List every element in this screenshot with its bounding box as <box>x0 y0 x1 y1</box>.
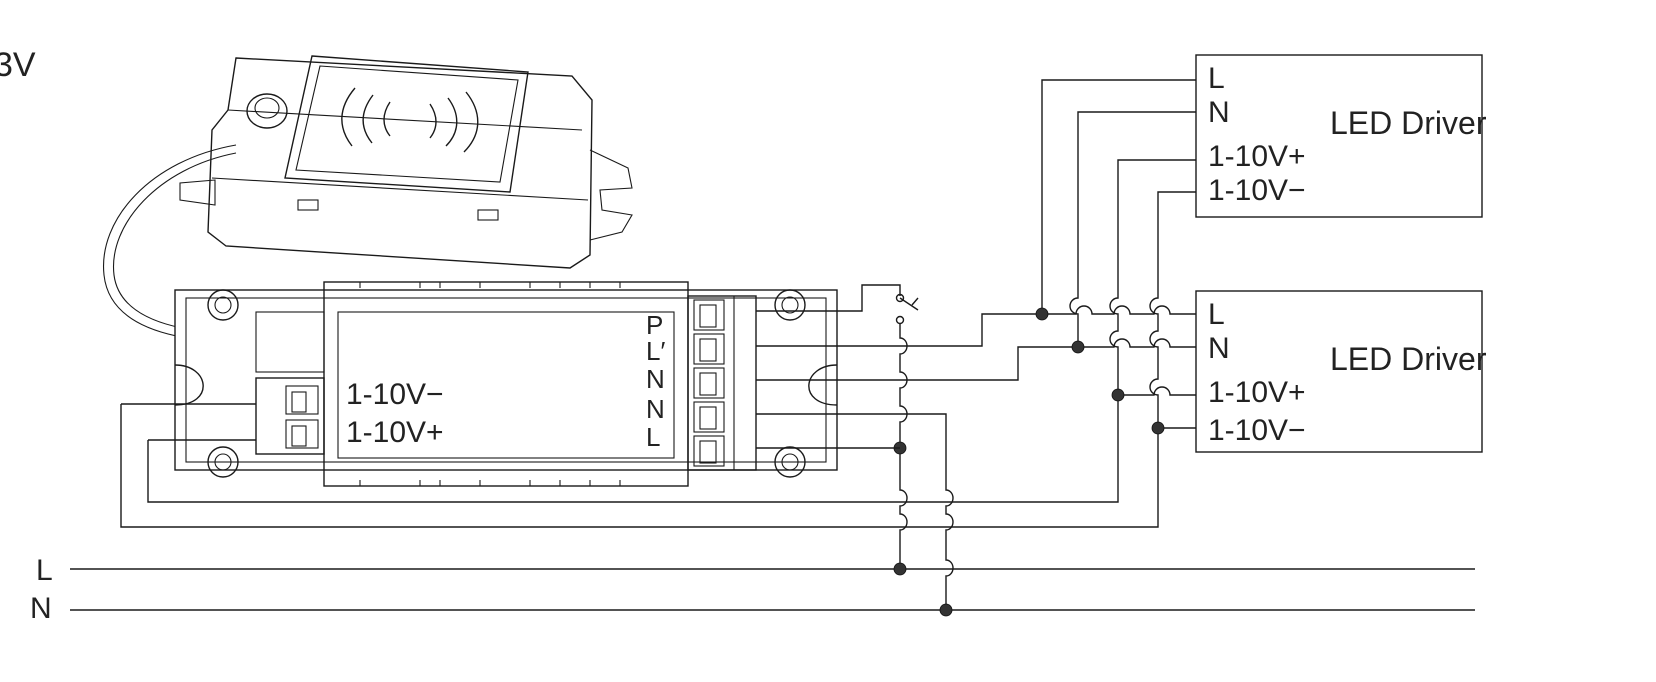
controller-terminal-lprime-label: L′ <box>646 336 665 366</box>
junction-dim-plus <box>1111 388 1125 402</box>
junction-driver-l <box>1035 307 1049 321</box>
controller-terminal-n1-label: N <box>646 364 665 394</box>
led-driver-1: LED Driver L N 1-10V+ 1-10V− <box>1195 54 1487 218</box>
controller-module: 1-10V− 1-10V+ P L′ N N L <box>174 281 838 487</box>
wiring <box>120 79 1196 617</box>
mains-line-label: L <box>36 554 53 587</box>
corner-voltage-label: 3V <box>0 46 36 84</box>
junction-driver-n <box>1071 340 1085 354</box>
controller-terminal-n2-label: N <box>646 394 665 424</box>
controller-terminal-l-label: L <box>646 422 660 452</box>
sensor-head <box>103 55 633 343</box>
controller-terminal-p-label: P <box>646 310 663 340</box>
driver-2-title: LED Driver <box>1330 341 1487 377</box>
junction-mains-n <box>939 603 953 617</box>
mains-neutral-label: N <box>30 592 52 625</box>
junction-dim-minus <box>1151 421 1165 435</box>
driver-1-terminal-l: L <box>1208 62 1225 95</box>
junction-mains-l <box>893 562 907 576</box>
driver-2-terminal-n: N <box>1208 332 1230 365</box>
controller-dim-minus-label: 1-10V− <box>346 378 444 411</box>
mains-bus: L N <box>30 554 1475 625</box>
driver-1-title: LED Driver <box>1330 105 1487 141</box>
driver-2-terminal-l: L <box>1208 298 1225 331</box>
controller-dim-plus-label: 1-10V+ <box>346 416 444 449</box>
driver-1-terminal-dim-plus: 1-10V+ <box>1208 140 1306 173</box>
driver-1-terminal-dim-minus: 1-10V− <box>1208 174 1306 207</box>
driver-1-terminal-n: N <box>1208 96 1230 129</box>
led-driver-2: LED Driver L N 1-10V+ 1-10V− <box>1195 290 1487 453</box>
driver-2-terminal-dim-plus: 1-10V+ <box>1208 376 1306 409</box>
driver-2-terminal-dim-minus: 1-10V− <box>1208 414 1306 447</box>
